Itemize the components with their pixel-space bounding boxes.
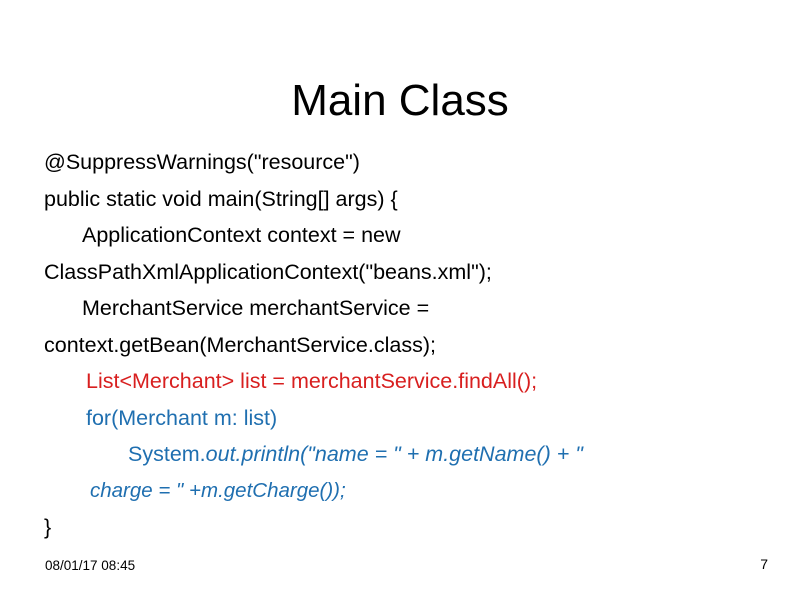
code-line-find-all: List<Merchant> list = merchantService.fi… <box>86 369 538 393</box>
slide-footer: 08/01/17 08:45 7 <box>0 548 800 600</box>
code-line-merchant-service: MerchantService merchantService = contex… <box>44 296 436 357</box>
code-token-println: out.println("name = " + m.getName() + " <box>205 442 583 466</box>
code-line-main-signature: public static void main(String[] args) { <box>44 186 398 211</box>
footer-page-number: 7 <box>760 556 768 572</box>
code-line-annotation: @SuppressWarnings("resource") <box>44 150 360 174</box>
code-line-application-context: ApplicationContext context = new ClassPa… <box>44 223 492 284</box>
code-line-for-loop: for(Merchant m: list) <box>86 405 278 430</box>
footer-date: 08/01/17 08:45 <box>45 558 136 573</box>
page-title: Main Class <box>291 76 509 126</box>
code-line-closing-brace: } <box>44 515 52 539</box>
code-line-println-continued: charge = " +m.getCharge()); <box>90 478 346 502</box>
code-body: @SuppressWarnings("resource") public sta… <box>44 144 744 546</box>
code-token-system: System. <box>128 442 206 466</box>
code-line-println: System.out.println("name = " + m.getName… <box>44 436 744 473</box>
